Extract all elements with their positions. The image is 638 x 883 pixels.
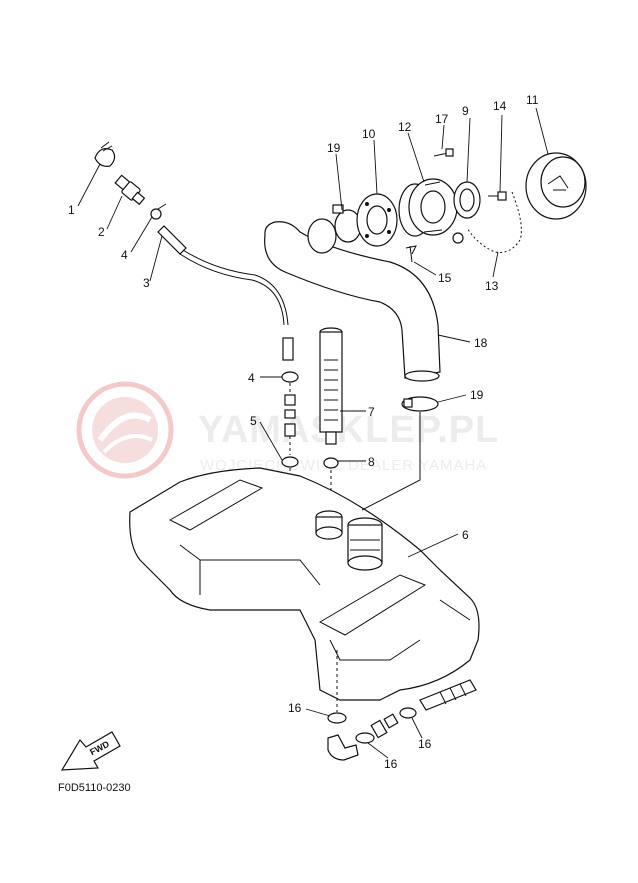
callout-6: 6	[462, 528, 469, 542]
watermark: YAMASKLEP.PL WOJCIECHOWICZ DEALER YAMAHA	[76, 381, 499, 479]
callout-2: 2	[98, 225, 105, 239]
watermark-logo	[76, 381, 174, 479]
part-drain-fitting	[370, 713, 399, 739]
callout-1: 1	[68, 203, 75, 217]
callout-7: 7	[368, 405, 375, 419]
callout-9: 9	[462, 104, 469, 118]
part-19-clamp-upper	[307, 204, 362, 254]
callouts: 1 2 4 3 4 5 7 8 6 19 10 12 17 9 14 11 15…	[68, 93, 539, 771]
part-16-clamp-b	[355, 732, 375, 744]
leader-lines	[77, 107, 549, 759]
part-9-gasket	[452, 181, 481, 244]
callout-5: 5	[250, 414, 257, 428]
part-3-hose	[157, 225, 294, 361]
callout-4-upper: 4	[121, 248, 128, 262]
callout-14: 14	[493, 99, 507, 113]
part-15-screw	[405, 245, 417, 263]
callout-4-lower: 4	[248, 371, 255, 385]
part-2-fuel-filter	[114, 174, 146, 206]
callout-19-lower: 19	[470, 388, 484, 402]
callout-13: 13	[485, 279, 499, 293]
part-11-fuel-cap	[525, 152, 587, 220]
callout-3: 3	[143, 276, 150, 290]
figure-code: F0D5110-0230	[58, 782, 131, 794]
callout-11: 11	[526, 93, 539, 107]
callout-16-c: 16	[418, 737, 432, 751]
callout-10: 10	[362, 127, 376, 141]
callout-15: 15	[438, 271, 452, 285]
part-vent-hose	[419, 679, 477, 711]
part-18-filler-hose	[264, 221, 441, 382]
callout-19-upper: 19	[327, 141, 341, 155]
callout-16-b: 16	[384, 757, 398, 771]
part-17-screw	[433, 148, 454, 157]
part-10-gasket	[356, 193, 398, 247]
callout-8: 8	[368, 455, 375, 469]
part-16-clamp-a	[327, 712, 347, 724]
part-19-clamp-lower	[361, 396, 439, 511]
part-drain-elbow	[327, 734, 359, 761]
callout-12: 12	[398, 120, 412, 134]
fwd-arrow: FWD	[60, 731, 121, 771]
part-fittings-stack	[284, 383, 296, 455]
part-6-fuel-tank	[129, 467, 480, 712]
part-4-clip-lower	[281, 371, 299, 383]
part-13-chain	[466, 191, 522, 253]
callout-18: 18	[474, 336, 488, 350]
part-16-clamp-c	[399, 707, 417, 719]
part-7-strainer	[319, 327, 343, 445]
callout-16-a: 16	[288, 701, 302, 715]
part-12-filler-flange	[398, 178, 458, 237]
part-14-screw	[488, 191, 507, 201]
part-5-clip	[281, 456, 299, 468]
watermark-brand: YAMASKLEP.PL	[198, 409, 499, 451]
part-1-clamp	[94, 141, 116, 167]
part-4-clip-upper	[150, 203, 167, 220]
callout-17: 17	[435, 112, 449, 126]
